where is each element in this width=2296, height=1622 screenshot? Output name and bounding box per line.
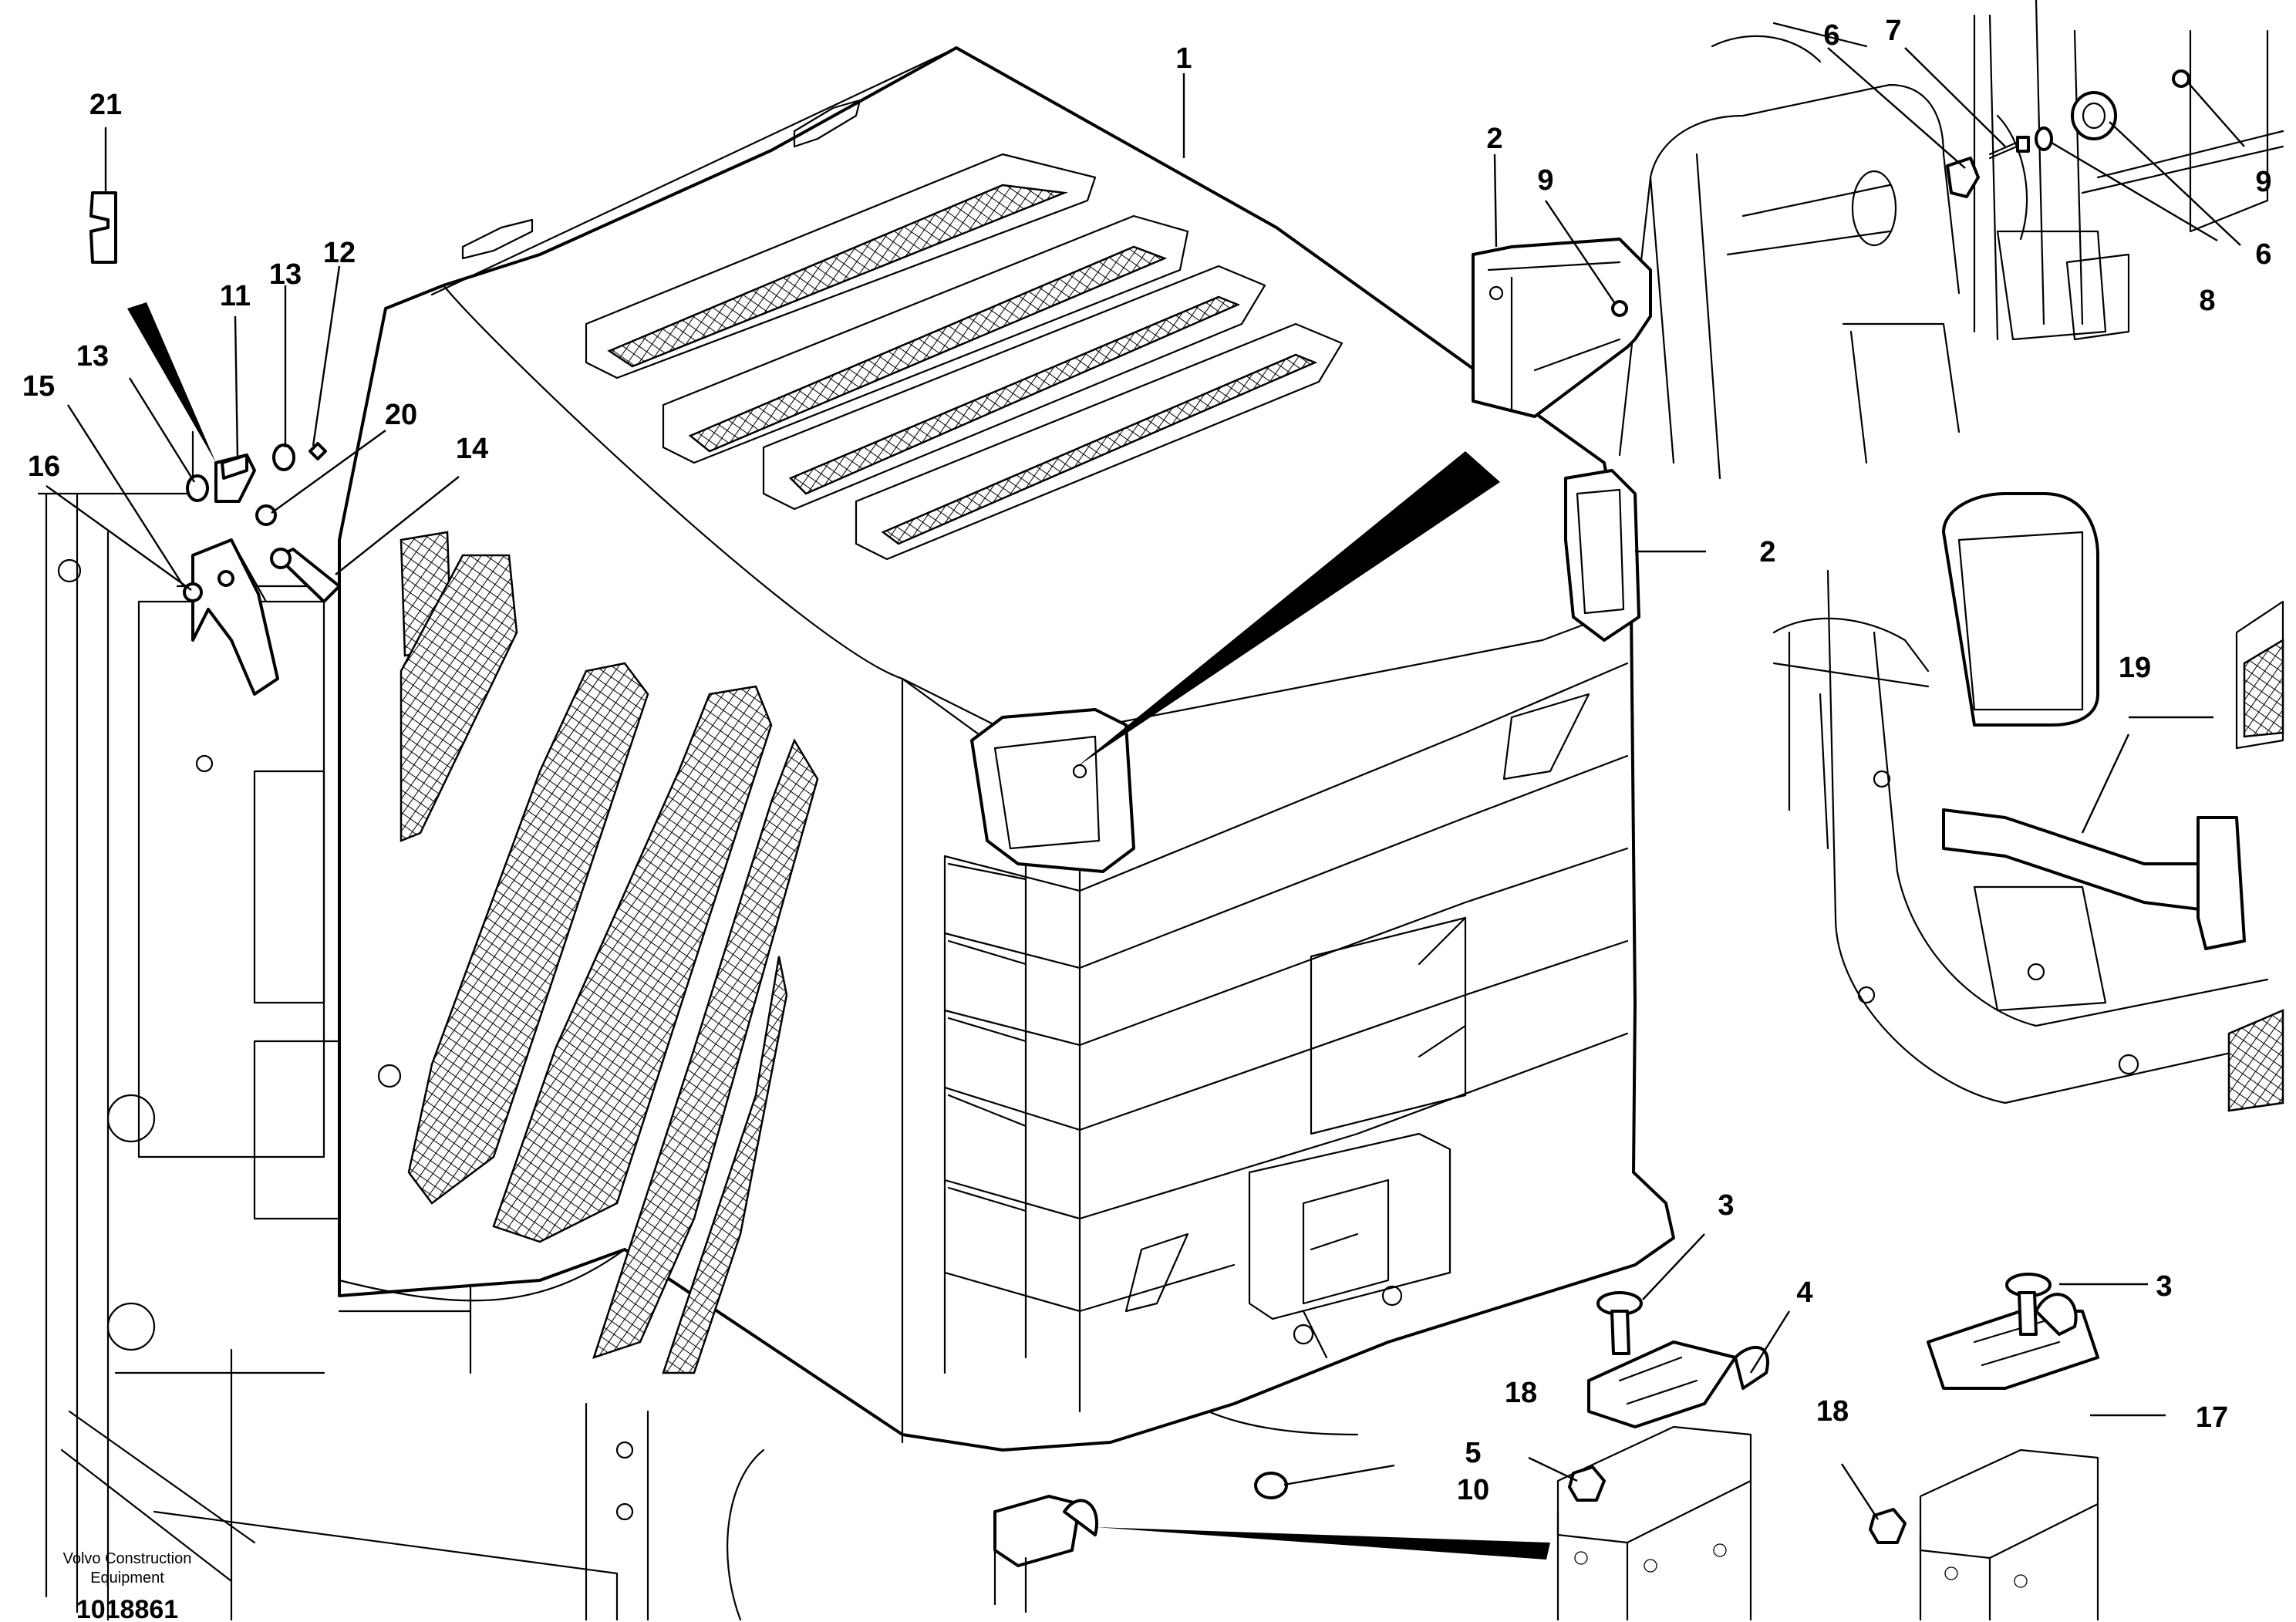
callout-12: 12 <box>323 237 356 269</box>
callout-16: 16 <box>28 450 60 483</box>
callout-20: 20 <box>385 399 417 431</box>
callout-18-right: 18 <box>1816 1395 1849 1428</box>
wedge-bottom-bracket <box>1095 1527 1550 1560</box>
callout-13-lower: 13 <box>76 340 109 373</box>
callout-17: 17 <box>2196 1401 2228 1434</box>
leader-wedges <box>127 302 1550 1560</box>
brand-line-1: Volvo Construction <box>63 1550 192 1567</box>
cab-rear-detail <box>1472 0 2284 480</box>
callout-19: 19 <box>2119 652 2151 684</box>
caption-block: Volvo Construction Equipment 1018861 <box>63 1550 192 1622</box>
callout-5: 5 <box>1465 1437 1481 1469</box>
callout-9-left: 9 <box>1537 164 1553 197</box>
callout-2-lower: 2 <box>1759 536 1775 568</box>
callout-8: 8 <box>2199 285 2215 317</box>
callout-7: 7 <box>1885 15 1901 47</box>
callout-18-left: 18 <box>1505 1377 1537 1409</box>
drawing-number: 1018861 <box>76 1595 178 1622</box>
brand-line-2: Equipment <box>90 1570 164 1587</box>
callout-9-right: 9 <box>2255 166 2271 198</box>
callout-6-right: 6 <box>2255 238 2271 271</box>
callout-3-right: 3 <box>2156 1270 2172 1303</box>
callout-21: 21 <box>89 89 122 121</box>
callout-13-upper: 13 <box>269 258 302 291</box>
leader-lines <box>46 47 2245 1520</box>
callouts: 1 2 2 9 6 7 9 6 8 19 3 3 4 17 18 18 5 10… <box>22 15 2272 1506</box>
wedge-hood-bracket <box>1076 451 1500 767</box>
hinge-detail <box>89 191 341 696</box>
callout-4: 4 <box>1796 1276 1812 1309</box>
callout-6-left: 6 <box>1823 19 1839 52</box>
mirror-bracket-assembly <box>1772 492 2284 1112</box>
top-grilles <box>585 153 1344 561</box>
callout-2-upper: 2 <box>1486 123 1502 155</box>
wedge-hinge <box>127 302 216 463</box>
callout-14: 14 <box>456 433 488 465</box>
callout-3-left: 3 <box>1718 1189 1734 1222</box>
callout-1: 1 <box>1175 42 1192 75</box>
callout-11: 11 <box>220 280 251 312</box>
callout-10: 10 <box>1457 1474 1489 1506</box>
side-grilles <box>400 531 819 1374</box>
engine-hood <box>338 46 1675 1452</box>
callout-15: 15 <box>22 370 55 403</box>
mounting-brackets <box>993 1273 2099 1621</box>
